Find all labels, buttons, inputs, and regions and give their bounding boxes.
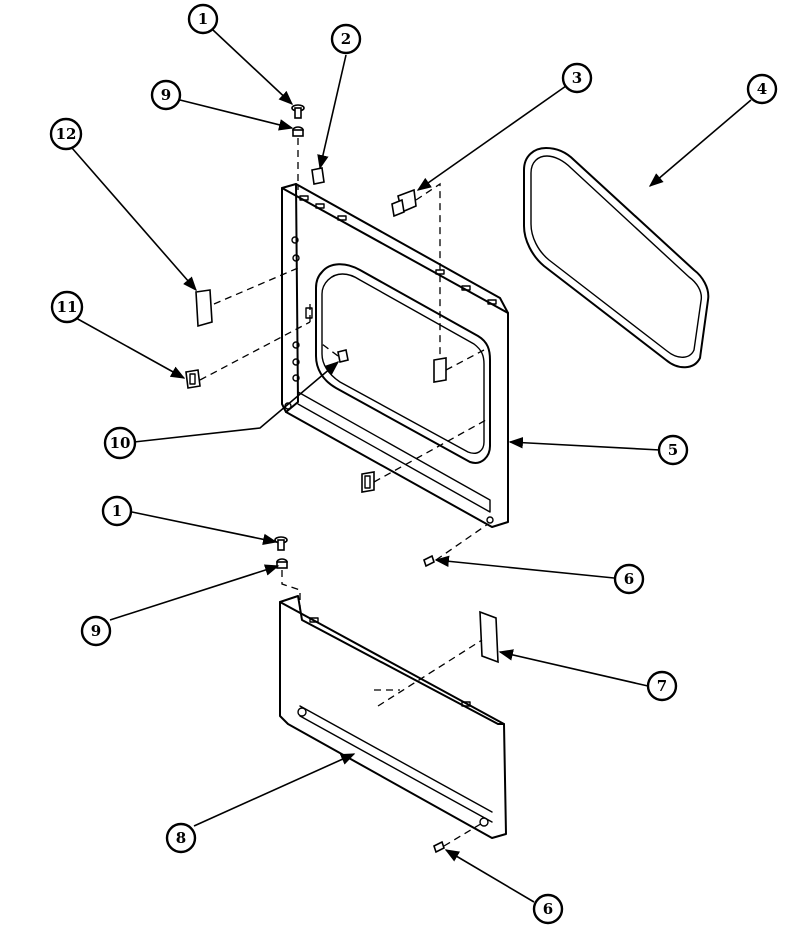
screw-top (291, 104, 305, 119)
callout-9-top: 9 (150, 79, 182, 111)
svg-text:1: 1 (112, 502, 122, 520)
callout-1-top: 1 (187, 3, 219, 35)
callout-9-lower: 9 (80, 615, 112, 647)
svg-text:10: 10 (110, 434, 131, 452)
svg-text:11: 11 (57, 298, 78, 316)
callout-7: 7 (646, 670, 678, 702)
svg-text:12: 12 (56, 125, 77, 143)
door-gasket (523, 147, 710, 369)
clip-2 (311, 167, 325, 185)
label-12 (195, 289, 213, 328)
svg-text:7: 7 (657, 677, 667, 695)
callout-6-lower: 6 (532, 893, 564, 925)
latch-lower (361, 471, 375, 493)
clip-11 (185, 369, 201, 389)
label-7 (479, 610, 499, 664)
svg-text:6: 6 (624, 570, 634, 588)
callout-6-upper: 6 (613, 563, 645, 595)
front-panel-frame (281, 183, 509, 528)
callout-1-lower: 1 (101, 495, 133, 527)
screw-6-lower (433, 840, 445, 854)
svg-text:2: 2 (341, 30, 351, 48)
screw-lower (274, 536, 288, 551)
kick-panel (279, 595, 507, 839)
hinge-3 (391, 188, 417, 218)
callout-8: 8 (165, 822, 197, 854)
callout-2: 2 (330, 23, 362, 55)
svg-text:3: 3 (572, 69, 582, 87)
svg-text:9: 9 (161, 86, 171, 104)
svg-text:9: 9 (91, 622, 101, 640)
latch-right (433, 357, 447, 383)
leader-lines (71, 29, 752, 903)
svg-text:8: 8 (176, 829, 186, 847)
svg-text:5: 5 (668, 441, 678, 459)
svg-text:4: 4 (757, 80, 767, 98)
assembly-lines (199, 138, 489, 847)
callout-11: 11 (50, 290, 84, 324)
callout-4: 4 (746, 73, 778, 105)
svg-text:6: 6 (543, 900, 553, 918)
svg-text:1: 1 (198, 10, 208, 28)
callout-5: 5 (657, 434, 689, 466)
washer-top (292, 126, 304, 137)
callout-12: 12 (49, 117, 83, 151)
bumper-10 (337, 349, 349, 363)
callout-3: 3 (561, 62, 593, 94)
screw-6-upper (423, 554, 435, 568)
washer-lower (276, 558, 288, 569)
callout-10: 10 (103, 426, 137, 460)
